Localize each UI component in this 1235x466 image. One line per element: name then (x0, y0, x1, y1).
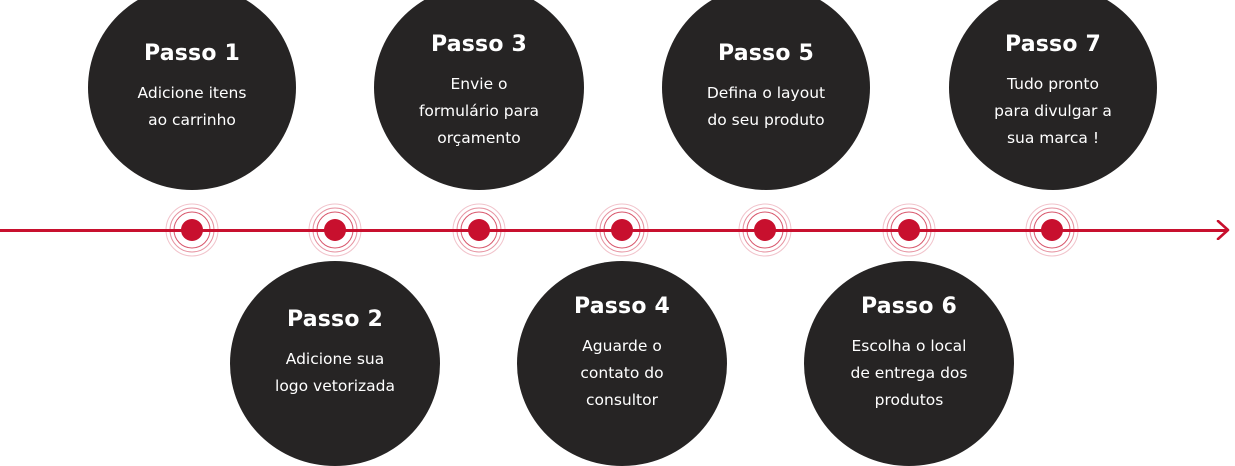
step-title: Passo 2 (286, 307, 384, 332)
step-title: Passo 7 (1004, 31, 1102, 57)
step-1: Passo 1 Adicione itens ao carrinho (88, 0, 296, 190)
timeline-marker-7 (1025, 203, 1079, 257)
timeline-marker-5 (738, 203, 792, 257)
timeline-marker-4 (595, 203, 649, 257)
step-description: Adicione sua logo vetorizada (275, 350, 395, 395)
step-title: Passo 3 (430, 31, 528, 57)
step-title: Passo 4 (573, 293, 671, 319)
step-title: Passo 6 (860, 293, 958, 319)
timeline-marker-2 (308, 203, 362, 257)
step-5: Passo 5 Defina o layout do seu produto (662, 0, 870, 190)
step-title: Passo 1 (143, 41, 241, 66)
step-description: Escolha o local de entrega dos produtos (850, 336, 968, 409)
step-6: Passo 6 Escolha o local de entrega dos p… (804, 261, 1014, 466)
step-7: Passo 7 Tudo pronto para divulgar a sua … (949, 0, 1157, 190)
step-4: Passo 4 Aguarde o contato do consultor (517, 261, 727, 466)
arrow-right-icon (1216, 220, 1230, 240)
step-description: Adicione itens ao carrinho (137, 84, 247, 129)
step-description: Defina o layout do seu produto (706, 84, 826, 129)
step-title: Passo 5 (717, 41, 815, 66)
step-description: Tudo pronto para divulgar a sua marca ! (994, 74, 1112, 147)
step-2: Passo 2 Adicione sua logo vetorizada (230, 261, 440, 466)
step-description: Envie o formulário para orçamento (418, 74, 540, 147)
timeline-marker-6 (882, 203, 936, 257)
timeline-marker-3 (452, 203, 506, 257)
timeline-marker-1 (165, 203, 219, 257)
step-3: Passo 3 Envie o formulário para orçament… (374, 0, 584, 190)
step-description: Aguarde o contato do consultor (580, 336, 664, 409)
